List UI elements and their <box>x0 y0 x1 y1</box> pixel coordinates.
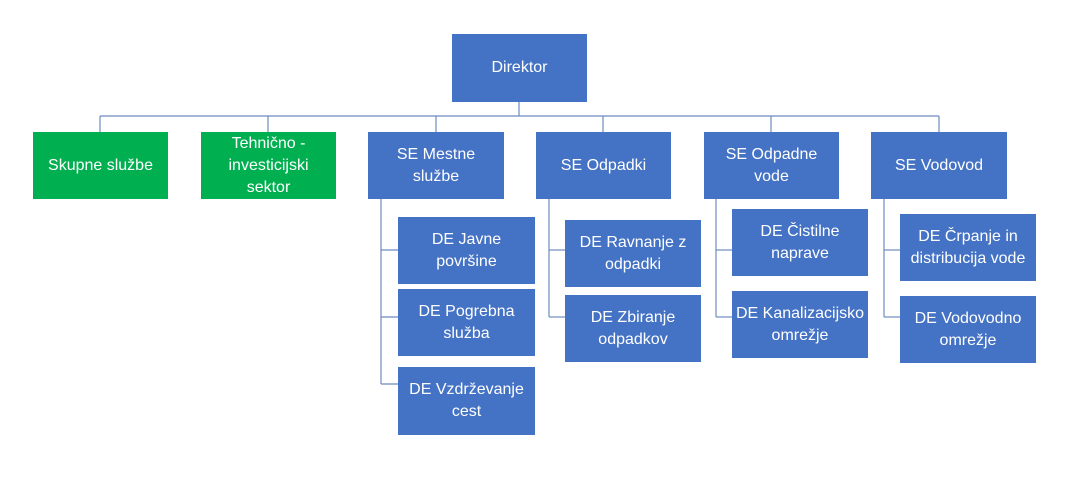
node-de-kanalizacijsko-omrezje: DE Kanalizacijsko omrežje <box>732 291 868 358</box>
node-de-vodovodno-omrezje: DE Vodovodno omrežje <box>900 296 1036 363</box>
node-de-zbiranje-odpadkov: DE Zbiranje odpadkov <box>565 295 701 362</box>
node-label: SE Mestne službe <box>396 145 476 185</box>
node-de-crpanje-in-distribucija-vode: DE Črpanje in distribucija vode <box>900 214 1036 281</box>
node-director: Direktor <box>452 34 587 102</box>
node-se-mestne-sluzbe: SE Mestne službe <box>368 132 504 199</box>
node-tehnicno-investicijski-sektor: Tehnično - investicijski sektor <box>201 132 336 199</box>
node-label: Skupne službe <box>48 156 153 174</box>
node-skupne-sluzbe: Skupne službe <box>33 132 168 199</box>
node-label: SE Vodovod <box>894 156 984 174</box>
node-label: DE Zbiranje odpadkov <box>590 308 676 348</box>
node-label: DE Vzdrževanje cest <box>409 381 524 420</box>
node-se-odpadne-vode: SE Odpadne vode <box>704 132 839 199</box>
node-label: SE Odpadne vode <box>725 145 818 185</box>
node-label: Tehnično - investicijski sektor <box>228 134 309 196</box>
node-label: DE Kanalizacijsko omrežje <box>735 304 865 344</box>
node-de-pogrebna-sluzba: DE Pogrebna služba <box>398 289 535 356</box>
node-de-ravnanje-z-odpadki: DE Ravnanje z odpadki <box>565 220 701 287</box>
node-se-vodovod: SE Vodovod <box>871 132 1007 199</box>
node-label: DE Javne površine <box>431 230 502 270</box>
node-director-label: Direktor <box>491 59 548 76</box>
node-se-odpadki: SE Odpadki <box>536 132 671 199</box>
node-label: DE Čistilne naprave <box>760 222 840 262</box>
node-label: DE Ravnanje z odpadki <box>579 233 687 273</box>
node-de-javne-povrsine: DE Javne površine <box>398 217 535 284</box>
node-label: DE Pogrebna služba <box>418 302 515 342</box>
node-label: SE Odpadki <box>560 156 647 174</box>
node-label: DE Črpanje in distribucija vode <box>910 227 1026 267</box>
node-de-vzdrzevanje-cest: DE Vzdrževanje cest <box>398 367 535 435</box>
node-de-cistilne-naprave: DE Čistilne naprave <box>732 209 868 276</box>
node-label: DE Vodovodno omrežje <box>914 309 1022 349</box>
